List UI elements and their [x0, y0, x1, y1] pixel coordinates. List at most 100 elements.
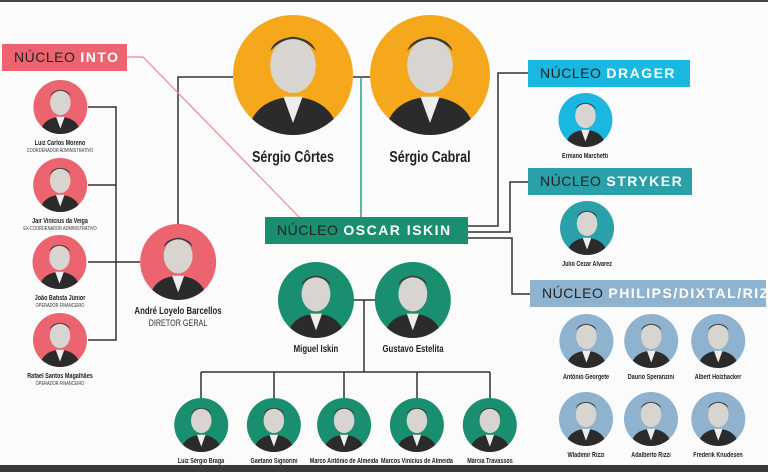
person-photo: [33, 235, 87, 289]
person-name: Albert Holzhacker: [694, 374, 742, 381]
person-silhouette-icon: [39, 244, 81, 289]
person-card: Gaetano Signorini: [244, 398, 304, 465]
person-photo: [33, 80, 87, 134]
person-name: Frederik Knudesen: [693, 452, 743, 459]
person-card: Antônio Georgete: [556, 314, 615, 381]
person-name: Antônio Georgete: [562, 374, 610, 381]
person-card: Gustavo Estelita: [374, 262, 452, 355]
person-card: Sérgio Côrtes: [233, 15, 353, 167]
person-silhouette-icon: [384, 275, 442, 338]
person-role: OPERADOR FINANCEIRO: [35, 381, 85, 387]
person-silhouette-icon: [180, 407, 222, 452]
person-name: Julio Cezar Alvarez: [562, 261, 612, 268]
person-silhouette-icon: [565, 401, 607, 446]
box-name: DRAGER: [606, 65, 677, 81]
person-photo: [370, 15, 490, 135]
person-photo: [246, 398, 301, 452]
person-photo: [33, 158, 87, 212]
person-card: Marco Antônio de Almeida: [300, 398, 388, 465]
person-silhouette-icon: [247, 36, 339, 135]
person-name: Gustavo Estelita: [382, 344, 444, 355]
box-name: STRYKER: [606, 173, 684, 189]
person-photo: [374, 262, 451, 338]
person-photo: [389, 398, 444, 452]
person-silhouette-icon: [287, 275, 345, 338]
person-card: Wladimir Rizzi: [559, 392, 613, 459]
person-name: Daurio Speranzini: [627, 374, 675, 381]
person-silhouette-icon: [323, 407, 365, 452]
person-name: Ermano Marchetti: [561, 153, 609, 160]
person-photo: [139, 224, 216, 300]
person-photo: [560, 201, 614, 255]
person-photo: [559, 392, 613, 446]
person-name: Marco Antônio de Almeida: [309, 458, 379, 465]
person-card: Marcos Vinícius de Almeida: [371, 398, 463, 465]
person-silhouette-icon: [469, 407, 511, 452]
person-role: OPERADOR FINANCEIRO: [35, 303, 85, 309]
person-photo: [317, 398, 371, 452]
box-name: INTO: [80, 49, 120, 65]
person-name: Gaetano Signorini: [250, 458, 298, 465]
person-silhouette-icon: [565, 323, 607, 368]
person-card: Márcia Travassos: [461, 398, 519, 465]
person-photo: [33, 313, 87, 367]
person-card: Luiz Sérgio Braga: [171, 398, 231, 465]
person-name: Marcos Vinícius de Almeida: [381, 458, 453, 465]
box-prefix: NÚCLEO: [277, 222, 339, 238]
person-silhouette-icon: [697, 401, 739, 446]
person-photo: [690, 392, 745, 446]
person-photo: [559, 314, 613, 368]
person-role: DIRETOR GERAL: [148, 318, 208, 328]
person-silhouette-icon: [564, 102, 606, 147]
box-prefix: NÚCLEO: [540, 65, 602, 81]
person-name: Jair Vinicius da Veiga: [32, 218, 88, 225]
person-photo: [558, 93, 612, 147]
person-role: COORDENADOR ADMINISTRATIVO: [26, 148, 94, 154]
person-silhouette-icon: [149, 237, 207, 300]
person-name: João Batista Júnior: [34, 295, 86, 302]
box-prefix: NÚCLEO: [14, 49, 76, 65]
person-role: EX-COORDENADOR ADMINISTRATIVO: [23, 226, 97, 232]
person-silhouette-icon: [39, 322, 81, 367]
person-silhouette-icon: [630, 323, 672, 368]
bottom-border: [0, 465, 768, 472]
person-photo: [624, 392, 678, 446]
person-card: Ermano Marchetti: [555, 93, 614, 160]
person-name: Luiz Sérgio Braga: [177, 458, 225, 465]
box-name: OSCAR ISKIN: [343, 222, 452, 238]
person-card: Daurio Speranzini: [621, 314, 681, 381]
person-photo: [463, 398, 517, 452]
top-border: [0, 0, 768, 2]
person-name: Rafael Santos Magalhães: [27, 373, 93, 380]
person-silhouette-icon: [396, 407, 438, 452]
person-card: Albert Holzhacker: [688, 314, 748, 381]
person-card: Julio Cezar Alvarez: [555, 201, 619, 268]
person-name: Wladimir Rizzi: [567, 452, 605, 459]
person-name: Márcia Travassos: [467, 458, 513, 465]
box-prefix: NÚCLEO: [542, 285, 604, 301]
person-name: André Loyelo Barcellos: [134, 306, 222, 317]
person-name: Sérgio Cabral: [389, 149, 471, 166]
person-silhouette-icon: [566, 210, 608, 255]
person-card: Sérgio Cabral: [370, 15, 490, 167]
person-silhouette-icon: [384, 36, 476, 135]
person-silhouette-icon: [39, 167, 81, 212]
person-name: Luiz Carlos Moreno: [34, 140, 86, 147]
person-photo: [623, 314, 678, 368]
person-name: Adalberto Rizzi: [631, 452, 671, 459]
person-silhouette-icon: [630, 401, 672, 446]
box-name: PHILIPS/DIXTAL/RIZZI: [608, 285, 768, 301]
person-photo: [691, 314, 745, 368]
person-photo: [233, 15, 353, 135]
